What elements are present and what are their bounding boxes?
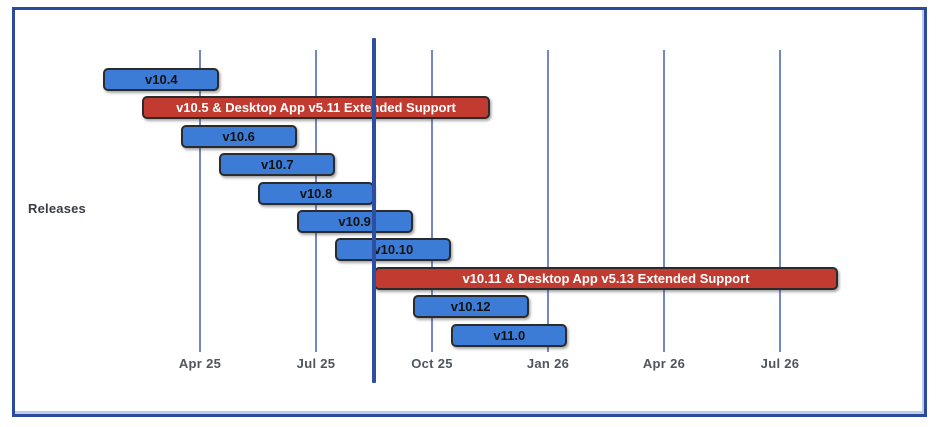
x-axis-tick-label: Jul 25: [296, 356, 336, 371]
y-axis-label: Releases: [28, 201, 86, 216]
x-axis-tick-label: Jul 26: [760, 356, 800, 371]
gridline: [431, 50, 433, 352]
gantt-bar-v10.6: v10.6: [180, 124, 297, 148]
gantt-bar-v10.11: v10.11 & Desktop App v5.13 Extended Supp…: [374, 266, 838, 290]
gantt-bar-v10.5: v10.5 & Desktop App v5.11 Extended Suppo…: [141, 96, 490, 120]
gantt-bar-v10.7: v10.7: [219, 153, 336, 177]
gantt-bar-v10.10: v10.10: [335, 238, 452, 262]
x-axis-tick-label: Oct 25: [411, 356, 453, 371]
gantt-bar-v10.4: v10.4: [103, 68, 220, 91]
x-axis-tick-label: Jan 26: [526, 356, 570, 371]
today-marker-line: [372, 38, 376, 383]
gridline: [199, 50, 201, 352]
x-axis-tick-label: Apr 25: [178, 356, 222, 371]
gridline: [547, 50, 549, 352]
gridline: [663, 50, 665, 352]
gantt-bar-v10.8: v10.8: [258, 181, 374, 205]
gantt-bar-v10.12: v10.12: [412, 295, 529, 319]
gantt-bar-v11.0: v11.0: [451, 323, 568, 347]
gridline: [779, 50, 781, 352]
x-axis-tick-label: Apr 26: [642, 356, 686, 371]
gantt-bar-v10.9: v10.9: [296, 210, 413, 233]
